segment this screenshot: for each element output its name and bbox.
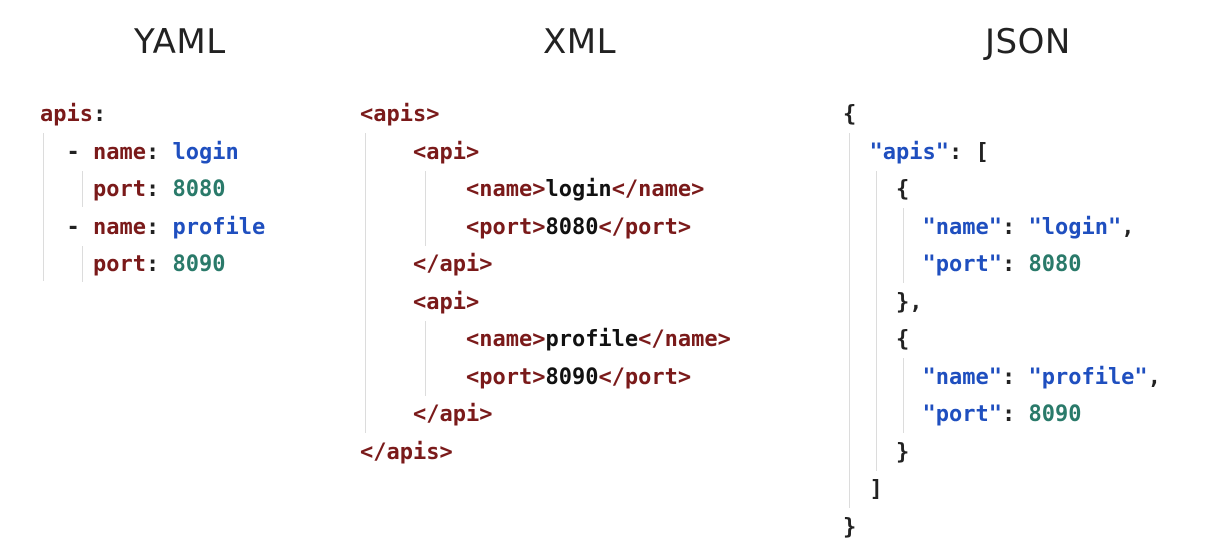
json-line-item-open: {: [895, 327, 910, 352]
json-line-close-brace: }: [843, 514, 857, 540]
yaml-indent-guide: [43, 133, 44, 281]
json-line-apis: "apis": [: [869, 139, 989, 165]
xml-line-apis-close: </apis>: [360, 439, 453, 465]
json-line-port: "port": 8090: [922, 402, 1082, 427]
yaml-indent-guide: [82, 171, 83, 207]
xml-title: XML: [543, 22, 617, 62]
json-line-close-bracket: ]: [869, 477, 883, 502]
xml-line-name: <name>profile</name>: [465, 327, 731, 352]
json-line-item-open: {: [895, 177, 910, 202]
json-line-name: "name": "login",: [922, 214, 1135, 240]
xml-line-api-close: </api>: [412, 402, 493, 427]
xml-code-block: <apis> <api> <name>login</name> <port>80…: [360, 96, 800, 476]
xml-indent-guide: [365, 133, 366, 433]
xml-line-api-close: </api>: [412, 252, 493, 277]
json-title: JSON: [985, 22, 1071, 62]
json-line-item-close: }: [895, 439, 910, 465]
xml-line-port: <port>8090</port>: [465, 364, 692, 390]
json-line-open-brace: {: [843, 102, 857, 127]
yaml-indent-guide: [82, 246, 83, 282]
json-indent-guide: [849, 133, 850, 508]
json-line-port: "port": 8080: [922, 252, 1082, 277]
yaml-line-port: port: 8090: [92, 252, 226, 277]
xml-line-apis-open: <apis>: [360, 102, 440, 127]
xml-line-port: <port>8080</port>: [465, 214, 692, 240]
json-indent-guide: [876, 171, 877, 471]
json-indent-guide: [903, 358, 904, 433]
xml-indent-guide: [425, 171, 426, 246]
yaml-title: YAML: [134, 22, 226, 62]
xml-indent-guide: [425, 321, 426, 396]
yaml-line-apis: apis:: [40, 102, 107, 127]
json-code-block: { "apis": [ { "name": "login", "port": 8…: [843, 96, 1223, 556]
json-line-item-close: },: [895, 289, 923, 315]
yaml-line-port: port: 8080: [92, 177, 226, 202]
json-indent-guide: [903, 208, 904, 283]
yaml-line-name: - name: login: [66, 139, 239, 165]
json-line-name: "name": "profile",: [922, 364, 1161, 390]
xml-line-api-open: <api>: [412, 139, 480, 165]
xml-line-api-open: <api>: [412, 289, 480, 315]
yaml-code-block: apis: - name: login port: 8080 - name: p…: [40, 96, 320, 296]
xml-line-name: <name>login</name>: [465, 177, 705, 202]
yaml-line-name: - name: profile: [66, 214, 266, 240]
